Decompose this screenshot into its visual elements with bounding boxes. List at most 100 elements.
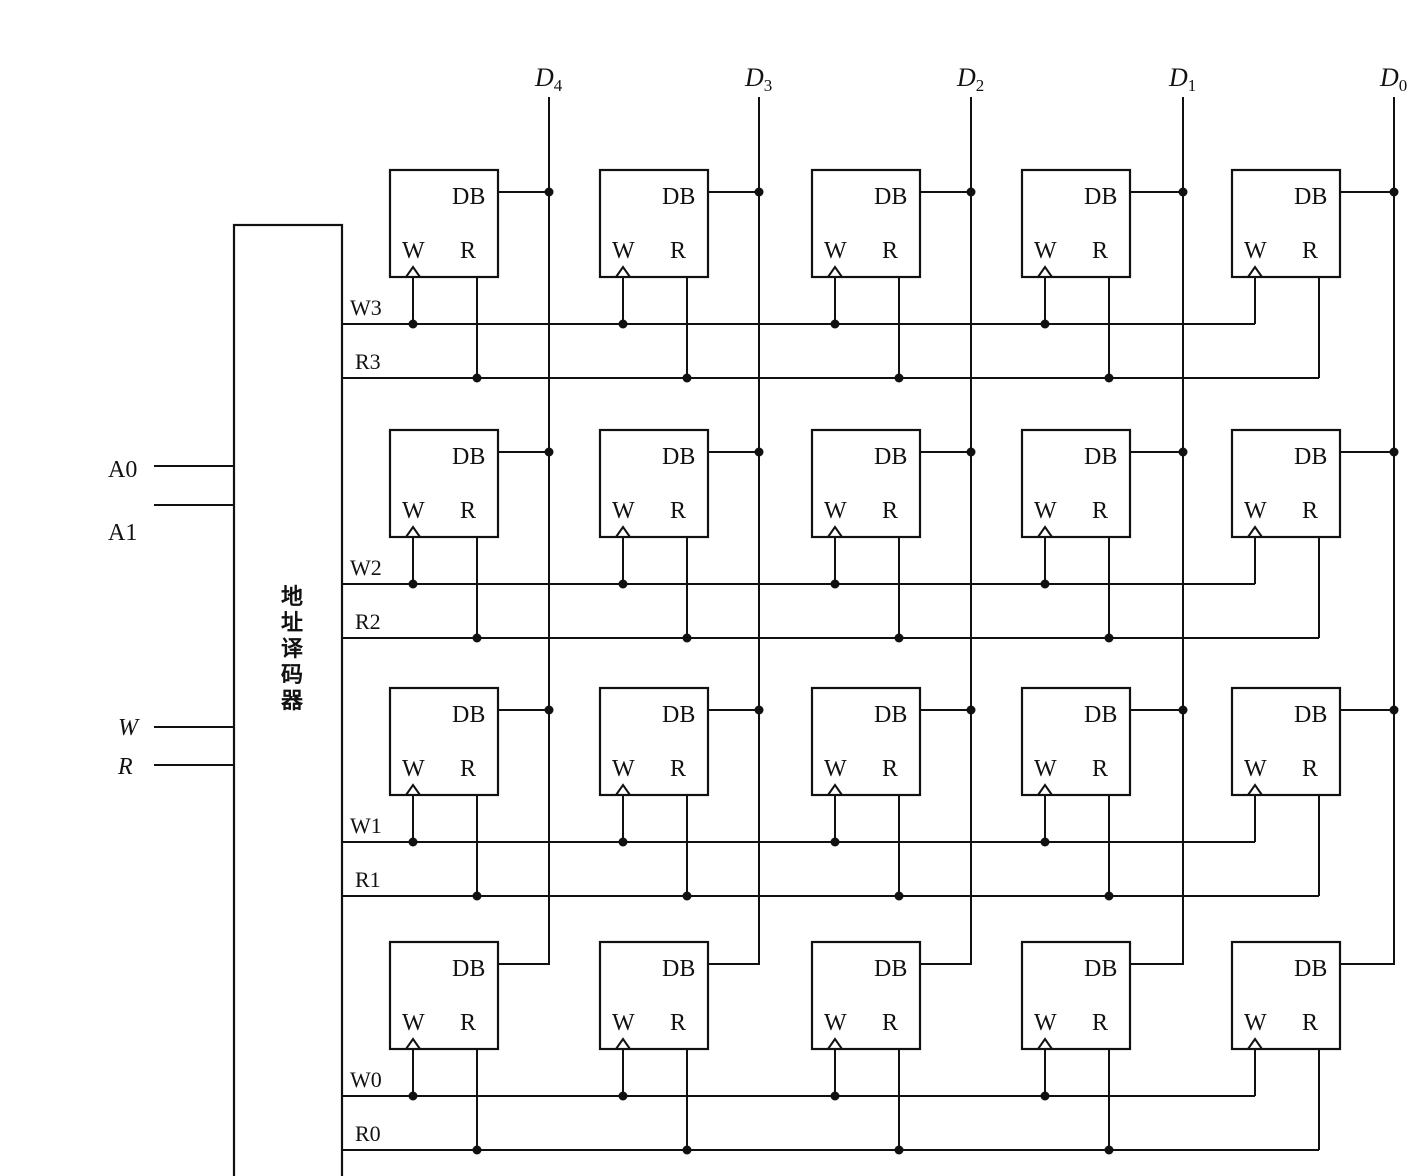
cell-db-label: DB <box>874 184 907 210</box>
memory-cell-box <box>1230 940 1342 1051</box>
cell-db-label: DB <box>662 702 695 728</box>
bus-junction-dot <box>1178 705 1188 715</box>
cell-db-label: DB <box>1294 444 1327 470</box>
write-junction-dot <box>618 319 628 329</box>
input-label-a0: A0 <box>108 457 137 483</box>
cell-db-label: DB <box>452 184 485 210</box>
clock-triangle-icon <box>1247 1037 1263 1050</box>
read-junction-dot <box>1104 633 1114 643</box>
write-junction-dot <box>830 579 840 589</box>
clock-triangle-icon <box>1037 265 1053 278</box>
bus-junction-dot <box>544 187 554 197</box>
memory-cell-box <box>388 686 500 797</box>
write-junction-dot <box>830 1091 840 1101</box>
cell-r-label: R <box>670 756 686 782</box>
cell-w-label: W <box>1244 756 1267 782</box>
cell-r-label: R <box>1092 1010 1108 1036</box>
write-line-label: W2 <box>350 555 382 580</box>
clock-triangle-icon <box>1247 265 1263 278</box>
cell-w-label: W <box>1244 238 1267 264</box>
read-junction-dot <box>682 373 692 383</box>
read-junction-dot <box>472 891 482 901</box>
bus-label-base: D <box>1379 63 1399 92</box>
decoder-label-char: 地 <box>281 585 303 610</box>
clock-triangle-icon <box>827 525 843 538</box>
memory-cell: DB W R <box>388 940 500 1051</box>
cell-db-label: DB <box>452 956 485 982</box>
cell-db-label: DB <box>452 444 485 470</box>
bus-junction-dot <box>754 705 764 715</box>
cell-w-label: W <box>824 498 847 524</box>
bus-junction-dot <box>1389 447 1399 457</box>
bus-junction-dot <box>1178 187 1188 197</box>
clock-triangle-icon <box>827 265 843 278</box>
memory-cell-box <box>388 428 500 539</box>
cell-r-label: R <box>460 756 476 782</box>
cell-db-label: DB <box>452 702 485 728</box>
cell-w-label: W <box>612 1010 635 1036</box>
cell-w-label: W <box>402 498 425 524</box>
cell-w-label: W <box>1034 498 1057 524</box>
memory-cell-box <box>598 940 710 1051</box>
cell-r-label: R <box>670 238 686 264</box>
cell-w-label: W <box>612 498 635 524</box>
write-junction-dot <box>1040 579 1050 589</box>
read-junction-dot <box>472 373 482 383</box>
write-junction-dot <box>1040 319 1050 329</box>
decoder-box <box>232 223 344 1176</box>
memory-cell-box <box>810 686 922 797</box>
clock-triangle-icon <box>1247 525 1263 538</box>
bus-label-subscript: 1 <box>1188 76 1197 95</box>
cell-r-label: R <box>1092 238 1108 264</box>
cell-r-label: R <box>670 1010 686 1036</box>
read-junction-dot <box>682 633 692 643</box>
bus-junction-dot <box>966 705 976 715</box>
read-junction-dot <box>894 1145 904 1155</box>
cell-db-label: DB <box>662 184 695 210</box>
read-line-label: R1 <box>355 867 381 892</box>
data-bus-label-d3: D3 <box>744 63 772 95</box>
cell-db-label: DB <box>874 956 907 982</box>
decoder-label-char: 器 <box>280 689 304 714</box>
wires <box>154 97 1395 1151</box>
read-junction-dot <box>894 373 904 383</box>
read-junction-dot <box>1104 891 1114 901</box>
memory-cell-box <box>598 168 710 279</box>
bus-label-subscript: 0 <box>1399 76 1408 95</box>
cell-r-label: R <box>1302 1010 1318 1036</box>
bus-label-base: D <box>956 63 976 92</box>
cell-db-label: DB <box>1084 444 1117 470</box>
decoder-label: 地址译码器 <box>280 585 304 714</box>
memory-cell: DB W R <box>1020 428 1132 539</box>
write-junction-dot <box>1040 837 1050 847</box>
write-line-label: W3 <box>350 295 382 320</box>
memory-cell-box <box>1230 428 1342 539</box>
read-junction-dot <box>472 633 482 643</box>
cell-w-label: W <box>402 1010 425 1036</box>
cell-w-label: W <box>402 756 425 782</box>
clock-triangle-icon <box>827 783 843 796</box>
cell-db-label: DB <box>662 444 695 470</box>
read-junction-dot <box>894 633 904 643</box>
clock-triangle-icon <box>615 1037 631 1050</box>
clock-triangle-icon <box>1037 1037 1053 1050</box>
write-junction-dot <box>408 319 418 329</box>
bus-label-base: D <box>744 63 764 92</box>
cell-r-label: R <box>1092 498 1108 524</box>
decoder-label-char: 码 <box>281 663 303 688</box>
memory-cell-box <box>1020 686 1132 797</box>
cell-r-label: R <box>460 1010 476 1036</box>
write-junction-dot <box>408 1091 418 1101</box>
cell-db-label: DB <box>874 444 907 470</box>
cell-db-label: DB <box>874 702 907 728</box>
bus-label-base: D <box>1168 63 1188 92</box>
